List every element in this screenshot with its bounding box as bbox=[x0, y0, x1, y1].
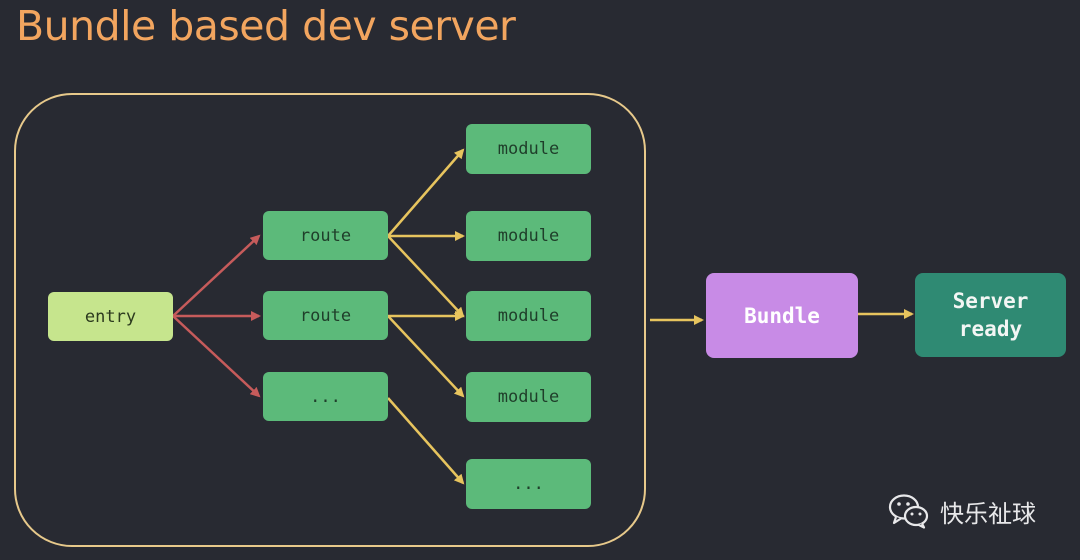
route-node-3: ... bbox=[263, 372, 388, 421]
arrow-route2-module4 bbox=[387, 315, 465, 398]
module-node-1: module bbox=[466, 124, 591, 174]
route-node-2: route bbox=[263, 291, 388, 340]
arrow-route1-module3 bbox=[387, 235, 465, 318]
module-node-2: module bbox=[466, 211, 591, 261]
module-node-5: ... bbox=[466, 459, 591, 509]
bundle-node: Bundle bbox=[706, 273, 858, 358]
arrow-entry-route-3 bbox=[172, 315, 261, 398]
watermark-text: 快乐祉球 bbox=[940, 499, 1036, 528]
arrow-entry-route-1 bbox=[172, 234, 261, 317]
server-ready-line-1: Server bbox=[952, 289, 1029, 313]
module-node-4: module bbox=[466, 372, 591, 422]
diagram-title: Bundle based dev server bbox=[16, 2, 516, 50]
watermark: 快乐祉球 bbox=[888, 493, 1036, 529]
bundle-group-frame bbox=[14, 93, 646, 547]
entry-node: entry bbox=[48, 292, 173, 341]
arrow-route1-module1 bbox=[387, 148, 465, 237]
server-ready-node: Server ready bbox=[915, 273, 1066, 357]
wechat-icon bbox=[888, 494, 929, 529]
arrow-route3-module5 bbox=[387, 397, 465, 485]
module-node-3: module bbox=[466, 291, 591, 341]
route-node-1: route bbox=[263, 211, 388, 260]
server-ready-line-2: ready bbox=[958, 317, 1023, 341]
